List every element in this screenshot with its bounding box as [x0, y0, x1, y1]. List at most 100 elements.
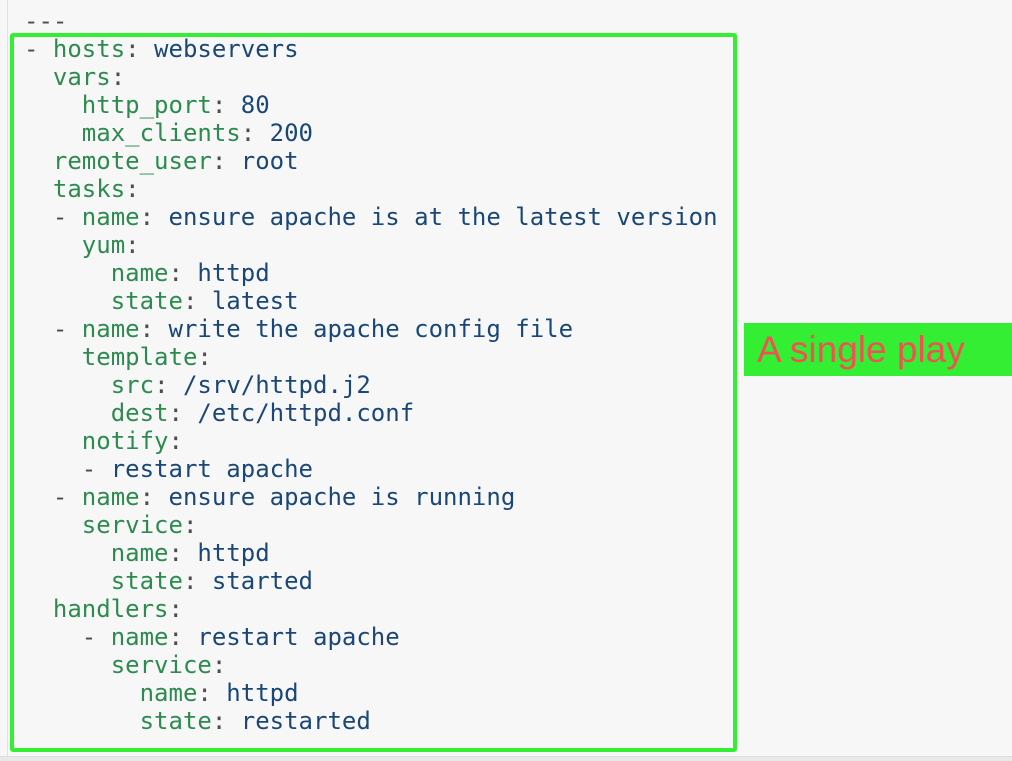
code-token-punct	[24, 259, 111, 287]
code-token-punct: :	[211, 707, 227, 735]
code-token-punct: :	[182, 287, 198, 315]
code-token-key: max_clients	[81, 119, 241, 147]
code-line: notify:	[24, 427, 718, 455]
code-token-value: /srv/httpd.j2	[168, 371, 371, 399]
code-token-punct: :	[197, 343, 212, 371]
code-token-punct: :	[168, 623, 183, 651]
code-line: - name: ensure apache is at the latest v…	[24, 203, 718, 231]
code-line: - restart apache	[24, 455, 718, 483]
code-token-punct	[24, 119, 82, 147]
code-token-punct	[24, 595, 53, 623]
code-token-punct	[24, 399, 111, 427]
code-token-punct: :	[168, 539, 183, 567]
code-token-punct	[24, 511, 82, 539]
code-token-punct	[24, 175, 53, 203]
code-line: http_port: 80	[24, 91, 718, 119]
code-line: remote_user: root	[24, 147, 718, 175]
code-token-punct: :	[182, 567, 198, 595]
code-token-key: name	[110, 539, 169, 567]
code-line: handlers:	[24, 595, 718, 623]
code-token-punct: :	[197, 679, 212, 707]
code-token-punct	[24, 651, 111, 679]
code-line: - name: write the apache config file	[24, 315, 718, 343]
code-token-value: httpd	[211, 679, 299, 707]
code-token-punct: :	[240, 119, 256, 147]
code-token-punct: -	[24, 315, 82, 343]
code-token-value: latest	[197, 287, 299, 315]
yaml-code-block: ---- hosts: webservers vars: http_port: …	[24, 7, 718, 735]
code-line: vars:	[24, 63, 718, 91]
code-token-punct: :	[125, 175, 140, 203]
code-token-punct: :	[211, 651, 227, 679]
code-token-punct: :	[139, 315, 155, 343]
code-token-key: handlers	[52, 595, 169, 623]
code-token-punct	[24, 567, 111, 595]
code-token-value: 200	[255, 119, 313, 147]
code-line: yum:	[24, 231, 718, 259]
code-line: dest: /etc/httpd.conf	[24, 399, 718, 427]
code-token-punct	[24, 287, 111, 315]
code-token-punct	[24, 539, 111, 567]
code-token-key: notify	[81, 427, 169, 455]
code-token-punct: :	[154, 371, 169, 399]
code-line: - name: restart apache	[24, 623, 718, 651]
code-token-punct: :	[139, 483, 155, 511]
code-token-key: name	[81, 203, 140, 231]
code-token-value: restart apache	[182, 623, 400, 651]
code-token-key: src	[110, 371, 155, 399]
code-line: max_clients: 200	[24, 119, 718, 147]
code-token-key: state	[139, 707, 212, 735]
code-token-value: 80	[226, 91, 270, 119]
code-token-punct: -	[24, 35, 53, 63]
code-token-punct: :	[168, 399, 183, 427]
code-token-value: /etc/httpd.conf	[182, 399, 415, 427]
code-token-key: dest	[110, 399, 169, 427]
code-token-punct	[24, 343, 82, 371]
code-line: name: httpd	[24, 259, 718, 287]
code-token-value: root	[226, 147, 299, 175]
code-token-punct	[24, 147, 53, 175]
code-token-value: restarted	[226, 707, 371, 735]
code-token-key: remote_user	[52, 147, 212, 175]
code-line: template:	[24, 343, 718, 371]
code-token-value: ensure apache is at the latest version	[154, 203, 718, 231]
code-line: ---	[24, 7, 718, 35]
code-token-key: state	[110, 287, 183, 315]
code-line: - hosts: webservers	[24, 35, 718, 63]
code-token-key: name	[139, 679, 198, 707]
code-token-punct: -	[24, 483, 82, 511]
code-token-key: name	[110, 259, 169, 287]
code-token-key: service	[81, 511, 183, 539]
code-token-punct: ---	[24, 7, 68, 35]
code-token-punct: :	[125, 231, 140, 259]
code-line: service:	[24, 511, 718, 539]
code-token-key: state	[110, 567, 183, 595]
code-line: state: latest	[24, 287, 718, 315]
code-token-punct: :	[211, 147, 227, 175]
code-token-key: name	[81, 483, 140, 511]
code-token-key: template	[81, 343, 198, 371]
code-token-key: name	[110, 623, 169, 651]
code-token-punct: :	[168, 427, 183, 455]
code-token-punct: :	[125, 35, 140, 63]
code-line: name: httpd	[24, 539, 718, 567]
code-token-punct: -	[24, 455, 111, 483]
code-token-key: yum	[81, 231, 126, 259]
code-token-punct: :	[168, 595, 183, 623]
code-token-punct: :	[110, 63, 126, 91]
code-token-punct	[24, 63, 53, 91]
code-token-punct: -	[24, 623, 111, 651]
play-annotation-label: A single play	[744, 323, 1012, 376]
code-token-punct	[24, 231, 82, 259]
code-block-left-border	[7, 0, 8, 757]
code-token-key: vars	[52, 63, 111, 91]
code-token-value: started	[197, 567, 313, 595]
code-line: service:	[24, 651, 718, 679]
code-token-key: name	[81, 315, 140, 343]
code-token-value: httpd	[182, 539, 270, 567]
code-token-key: tasks	[52, 175, 126, 203]
code-token-punct: :	[211, 91, 227, 119]
code-token-punct: :	[168, 259, 183, 287]
code-token-punct: :	[182, 511, 198, 539]
code-token-punct: :	[139, 203, 155, 231]
